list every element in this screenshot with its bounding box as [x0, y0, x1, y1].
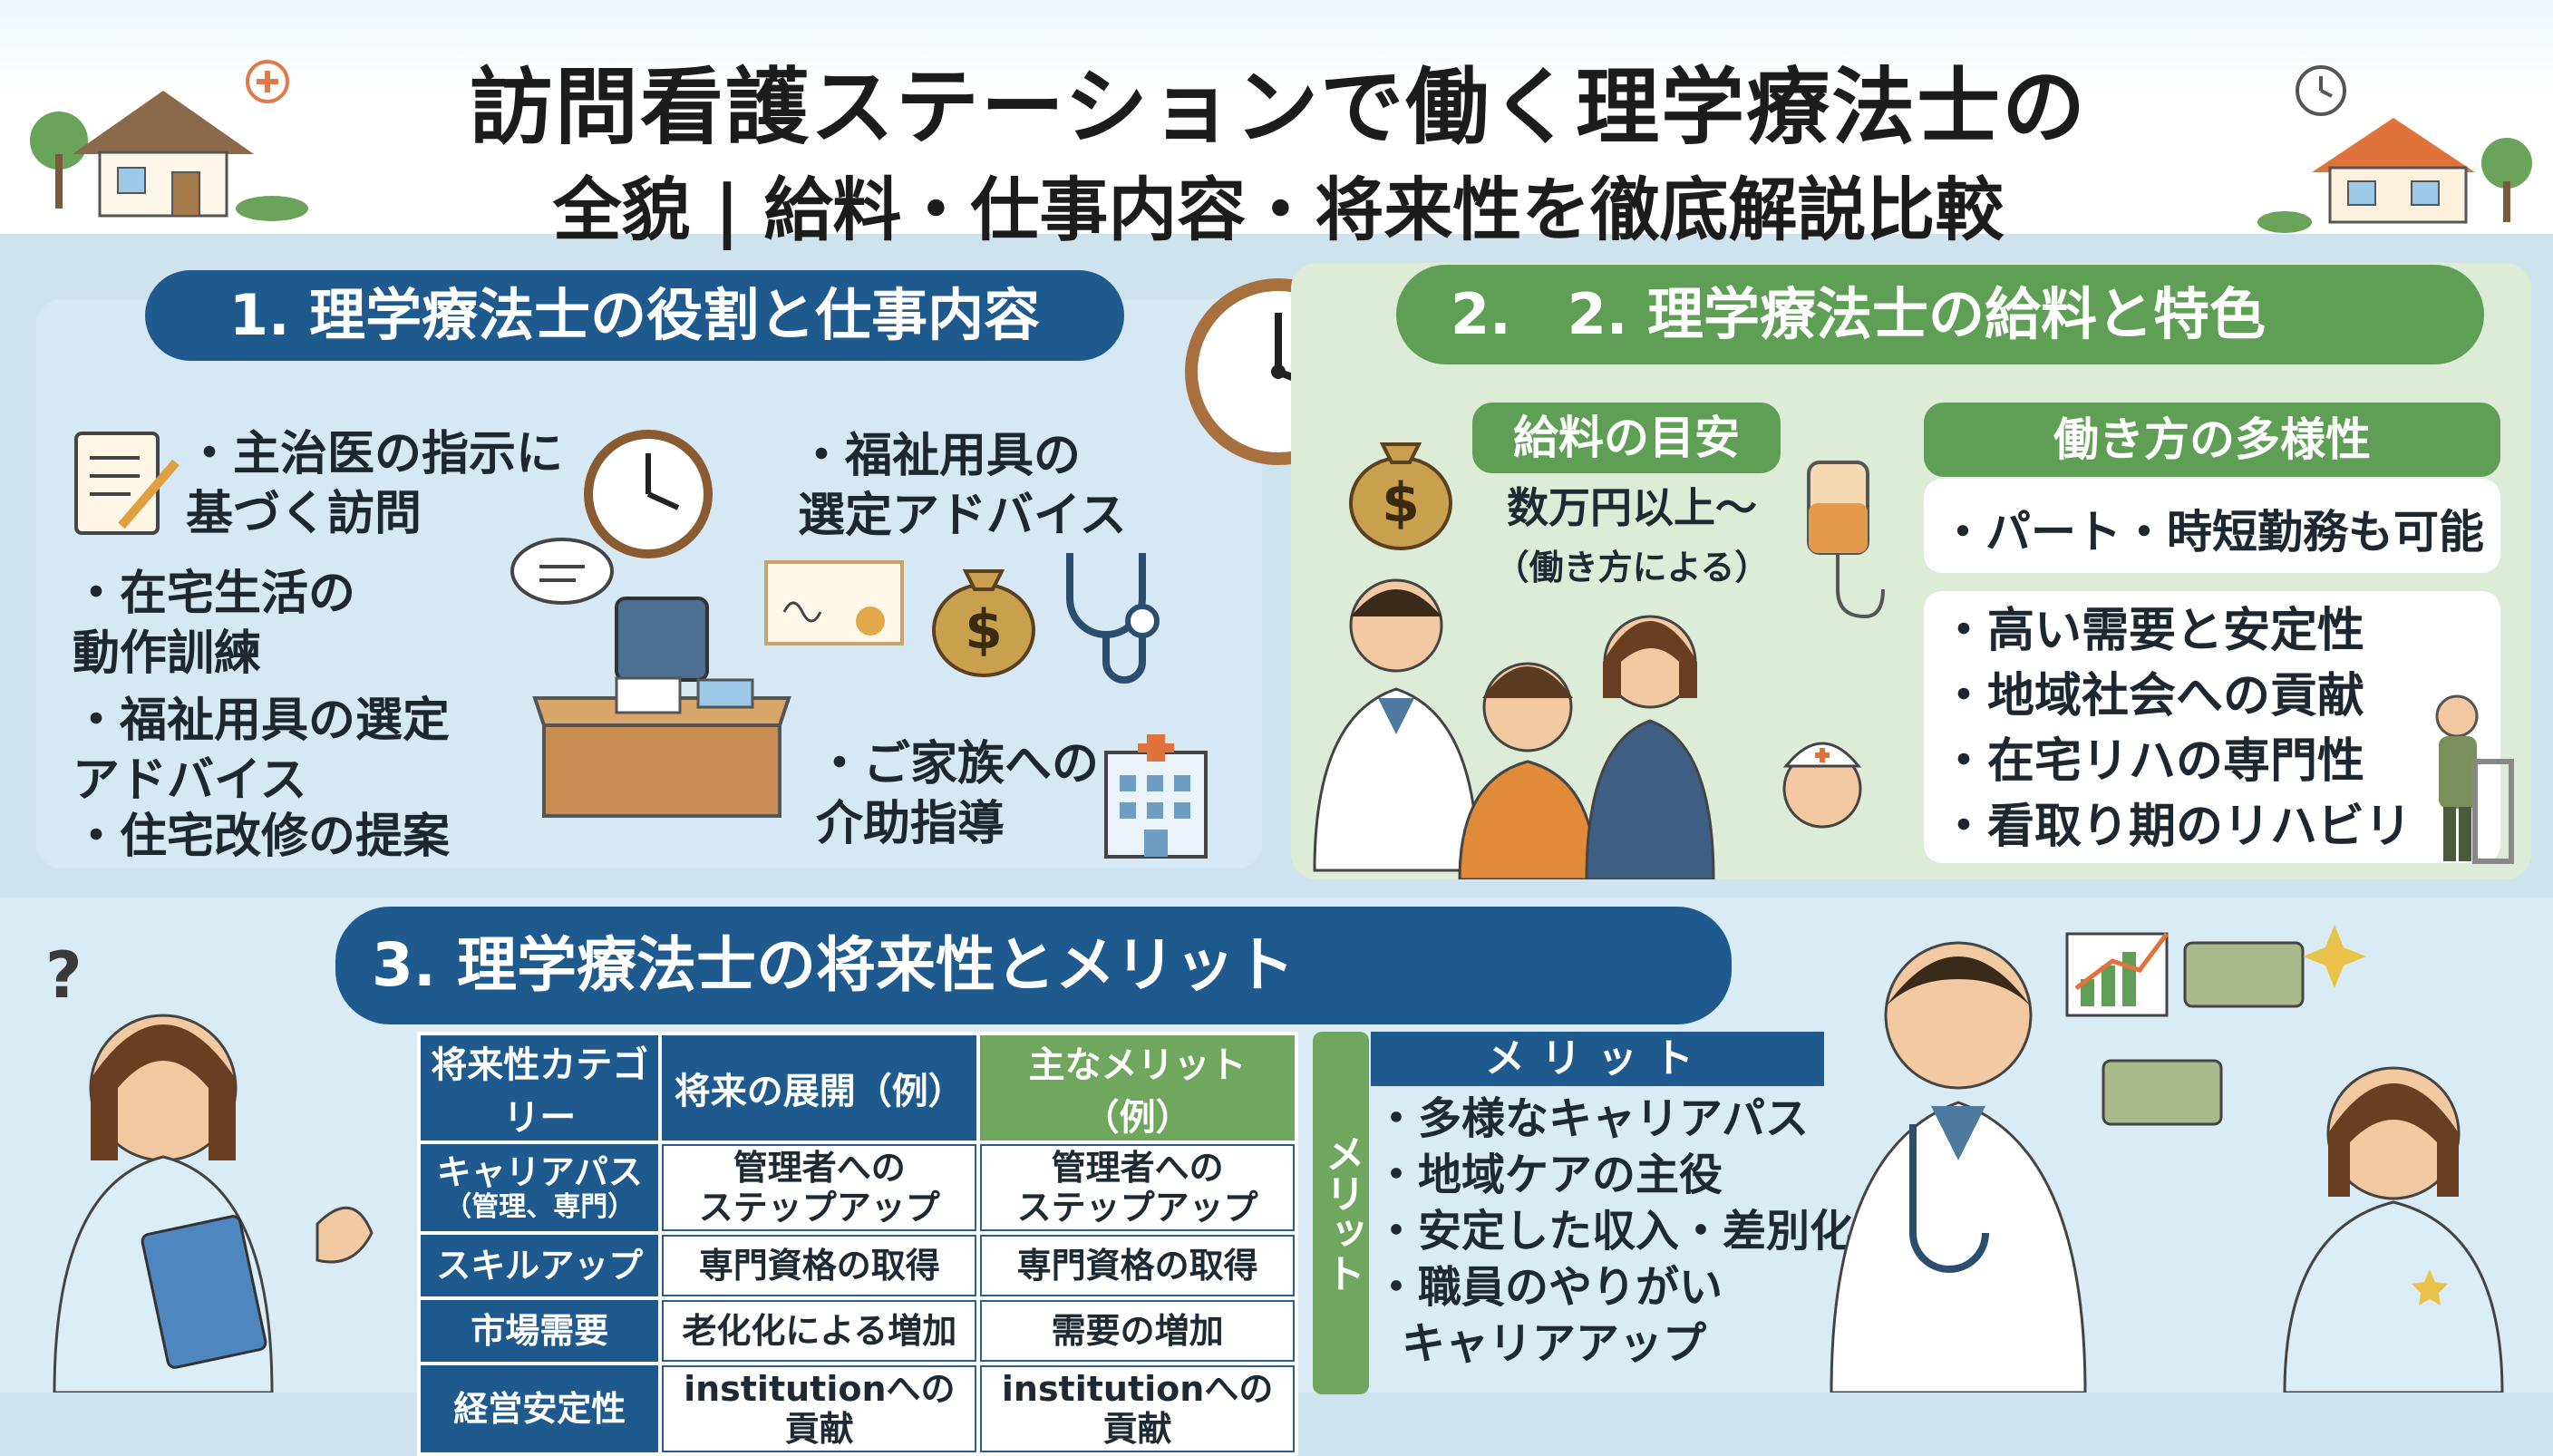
money-bag-icon: $ [932, 569, 1035, 677]
role-item-2: ・在宅生活の 動作訓練 [73, 567, 356, 681]
table-cell-future: 老化化による増加 [662, 1300, 977, 1362]
title-banner [0, 0, 2553, 234]
table-cell-category: 市場需要 [421, 1300, 659, 1362]
role-item-5: ・福祉用具の 選定アドバイス [798, 429, 1127, 543]
merit-item-2: ・地域ケアの主役 [1374, 1150, 1723, 1200]
svg-text:?: ? [45, 938, 83, 1013]
desk-icon [532, 597, 791, 818]
svg-text:$: $ [1382, 471, 1420, 535]
table-cell-merit: 需要の増加 [980, 1300, 1295, 1362]
certificate-icon [764, 560, 904, 645]
table-cell-future: institutionへの貢献 [662, 1365, 977, 1452]
document-pen-icon [74, 432, 180, 535]
table-row: 経営安定性 institutionへの貢献 institutionへの貢献 [421, 1365, 1295, 1452]
role-item-3: ・福祉用具の選定 アドバイス [73, 694, 451, 808]
merit-item-5: キャリアアップ [1402, 1318, 1707, 1369]
section1-title: 1. 理学療法士の役割と仕事内容 [145, 270, 1124, 361]
elderly-walker-icon [2435, 694, 2514, 864]
page-title: 訪問看護ステーションで働く理学療法士の [469, 59, 2088, 156]
staff-family-illustration [1313, 578, 1862, 879]
work-style-head: 働き方の多様性 [1924, 403, 2500, 477]
category-label: キャリアパス [436, 1152, 643, 1192]
iv-drip-icon [1807, 461, 1885, 619]
table-row: キャリアパス （管理、専門） 管理者への ステップアップ 管理者への ステップア… [421, 1144, 1295, 1231]
house-right-icon [2257, 65, 2532, 233]
section2-title: 2. 2. 理学療法士の給料と特色 [1396, 265, 2484, 364]
table-cell-category: キャリアパス （管理、専門） [421, 1144, 659, 1231]
features-box [1924, 591, 2500, 863]
table-cell-merit: 専門資格の取得 [980, 1235, 1295, 1296]
work-style-item: ・パート・時短勤務も可能 [1940, 506, 2484, 558]
section3-title: 3. 理学療法士の将来性とメリット [335, 907, 1732, 1024]
table-cell-future: 管理者への ステップアップ [662, 1144, 977, 1231]
table-row: 市場需要 老化化による増加 需要の増加 [421, 1300, 1295, 1362]
merit-item-4: ・職員のやりがい [1374, 1262, 1723, 1313]
table-header-future: 将来の展開（例） [662, 1035, 977, 1141]
table-cell-category: 経営安定性 [421, 1365, 659, 1452]
category-sublabel: （管理、専門） [444, 1191, 636, 1223]
merit-item-3: ・安定した収入・差別化 [1374, 1206, 1854, 1257]
page-subtitle: 全貌 | 給料・仕事内容・将来性を徹底解説比較 [552, 170, 2005, 250]
table-header-merit: 主なメリット（例） [980, 1035, 1295, 1141]
salary-head: 給料の目安 [1472, 403, 1781, 473]
table-cell-merit: institutionへの貢献 [980, 1365, 1295, 1452]
stethoscope-icon [1066, 553, 1160, 684]
table-cell-merit: 管理者への ステップアップ [980, 1144, 1295, 1231]
feature-item-1: ・高い需要と安定性 [1940, 604, 2365, 658]
nurse-thinking-illustration: ? [45, 938, 374, 1393]
speech-bubble-icon [510, 538, 614, 605]
table-header-category: 将来性カテゴリー [421, 1035, 659, 1141]
table-cell-future: 専門資格の取得 [662, 1235, 977, 1296]
doctor-nurse-illustration [1830, 925, 2504, 1393]
hospital-icon [1104, 734, 1208, 859]
merit-side-label: メリット [1313, 1032, 1369, 1394]
role-item-4: ・住宅改修の提案 [73, 810, 451, 864]
role-item-6: ・ご家族への 介助指導 [816, 737, 1100, 851]
feature-item-3: ・在宅リハの専門性 [1940, 734, 2365, 789]
house-left-icon [30, 60, 308, 221]
salary-value: 数万円以上〜 [1507, 483, 1757, 532]
feature-item-2: ・地域社会への貢献 [1940, 669, 2365, 723]
clock-icon [584, 430, 713, 558]
work-style-box [1924, 479, 2500, 573]
table-row: スキルアップ 専門資格の取得 専門資格の取得 [421, 1235, 1295, 1296]
table-cell-category: スキルアップ [421, 1235, 659, 1296]
role-item-1: ・主治医の指示に 基づく訪問 [186, 427, 564, 541]
money-bag-icon: $ [1349, 442, 1452, 550]
salary-note: （働き方による） [1494, 548, 1770, 587]
merit-head: メリット [1371, 1032, 1824, 1086]
svg-text:$: $ [965, 598, 1003, 662]
feature-item-4: ・看取り期のリハビリ [1940, 800, 2412, 854]
merit-item-1: ・多様なキャリアパス [1374, 1093, 1810, 1144]
